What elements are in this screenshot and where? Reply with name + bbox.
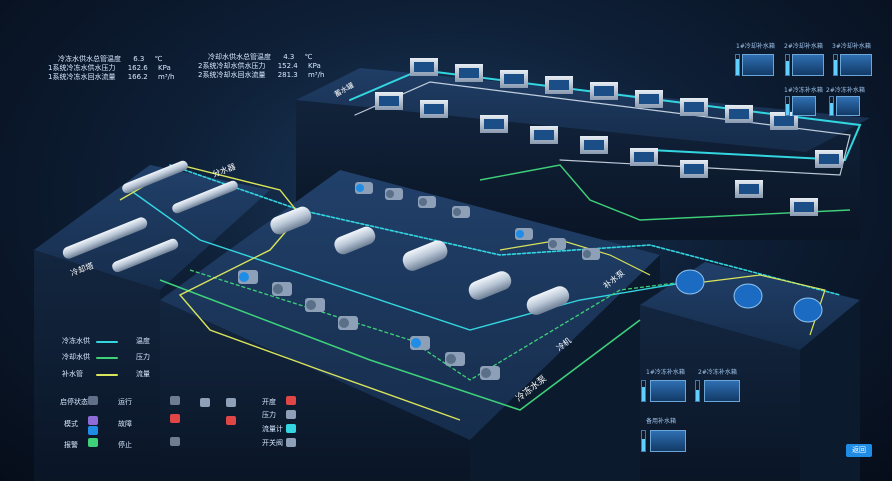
summary-unit: m³/h (157, 73, 175, 81)
summary-label: 2系统冷却水供水压力 (198, 62, 266, 70)
legend-right-item: 压力 (262, 411, 276, 419)
back-button[interactable]: 返回 (846, 444, 872, 457)
tank-label: 备用补水箱 (646, 418, 677, 425)
tank-level-bar (785, 54, 790, 76)
status-alarm-icon (88, 438, 98, 447)
legend-line-right: 温度 (136, 337, 150, 345)
storage-tanks (675, 269, 823, 323)
legend-line-right: 流量 (136, 370, 150, 378)
tank-level-bar (641, 430, 646, 452)
tank-level-bar (785, 96, 790, 116)
tank-box (742, 54, 774, 76)
valve-icon (170, 396, 180, 405)
summary-value: 6.3 (133, 55, 145, 63)
tank-level-bar (833, 54, 838, 76)
status-mode-alt-icon (88, 426, 98, 435)
summary-unit: ℃ (154, 55, 163, 63)
summary-unit: KPa (157, 64, 171, 72)
legend-line-label: 冷冻水供 (62, 337, 90, 345)
switch-valve-icon (286, 438, 296, 447)
summary-right-row: 2系统冷却水回水流量 281.3 m³/h (198, 71, 324, 80)
tank-box (792, 96, 816, 116)
summary-unit: m³/h (307, 71, 325, 79)
valve-fault-icon (170, 414, 180, 423)
tank-box (840, 54, 872, 76)
summary-label: 2系统冷却水回水流量 (198, 71, 266, 79)
legend-status-label: 报警 (64, 441, 78, 449)
summary-right-row: 冷却水供水总管温度 4.3 ℃ (208, 53, 312, 62)
summary-right-row: 2系统冷却水供水压力 152.4 KPa (198, 62, 321, 71)
legend-line-right: 压力 (136, 353, 150, 361)
tank-box (792, 54, 824, 76)
tank-level-bar (829, 96, 834, 116)
legend-line-label: 冷却水供 (62, 353, 90, 361)
sensor-icon (200, 398, 210, 407)
legend-status-label: 模式 (64, 420, 78, 428)
summary-label: 1系统冷冻水供水压力 (48, 64, 116, 72)
summary-unit: ℃ (304, 53, 313, 61)
status-mode-icon (88, 416, 98, 425)
tank-box (836, 96, 860, 116)
tank-level-bar (735, 54, 740, 76)
tank-label: 1#冷冻补水箱 (784, 87, 823, 94)
pipes-chilled (129, 68, 862, 331)
tank-box (650, 430, 686, 452)
tank-label: 2#冷冻补水箱 (698, 369, 737, 376)
summary-unit: KPa (307, 62, 321, 70)
cooling-tower-row-2 (375, 92, 818, 216)
collector-tanks (62, 160, 238, 273)
sensor-fault-icon (226, 416, 236, 425)
summary-left-row: 冷冻水供水总管温度 6.3 ℃ (58, 55, 162, 64)
sensor-alt-icon (226, 398, 236, 407)
opening-icon (286, 396, 296, 405)
flowmeter-icon (286, 424, 296, 433)
tank-box (704, 380, 740, 402)
summary-label: 冷却水供水总管温度 (208, 53, 271, 61)
legend-line-makeup (96, 374, 118, 376)
pumps (238, 182, 600, 380)
tank-label: 2#冷冻补水箱 (826, 87, 865, 94)
legend-status-label: 启停状态 (60, 398, 88, 406)
summary-value: 281.3 (277, 71, 298, 79)
tank-label: 2#冷却补水箱 (784, 43, 823, 50)
legend-status-right: 停止 (118, 441, 132, 449)
summary-left-row: 1系统冷冻水供水压力 162.6 KPa (48, 64, 171, 73)
tank-level-bar (695, 380, 700, 402)
legend-line-label: 补水管 (62, 370, 83, 378)
tank-box (650, 380, 686, 402)
legend-right-item: 开关阀 (262, 439, 283, 447)
summary-value: 162.6 (127, 64, 148, 72)
summary-label: 冷冻水供水总管温度 (58, 55, 121, 63)
summary-value: 166.2 (127, 73, 148, 81)
pressure-icon (286, 410, 296, 419)
legend-right-item: 开度 (262, 398, 276, 406)
platform-main (160, 170, 660, 481)
summary-value: 152.4 (277, 62, 298, 70)
summary-value: 4.3 (283, 53, 295, 61)
tank-label: 1#冷却补水箱 (736, 43, 775, 50)
cooling-tower-row-1 (410, 58, 843, 168)
status-running-icon (88, 396, 98, 405)
chillers (270, 206, 570, 315)
legend-line-cooling (96, 357, 118, 359)
summary-left-row: 1系统冷冻水回水流量 166.2 m³/h (48, 73, 174, 82)
valve-stop-icon (170, 437, 180, 446)
legend-right-item: 流量计 (262, 425, 283, 433)
legend-line-chilled (96, 341, 118, 343)
legend-status-right: 运行 (118, 398, 132, 406)
pipes-cooling (159, 164, 851, 411)
tank-label: 1#冷冻补水箱 (646, 369, 685, 376)
tank-label: 3#冷却补水箱 (832, 43, 871, 50)
summary-label: 1系统冷冻水回水流量 (48, 73, 116, 81)
legend-status-right: 故障 (118, 420, 132, 428)
tank-level-bar (641, 380, 646, 402)
